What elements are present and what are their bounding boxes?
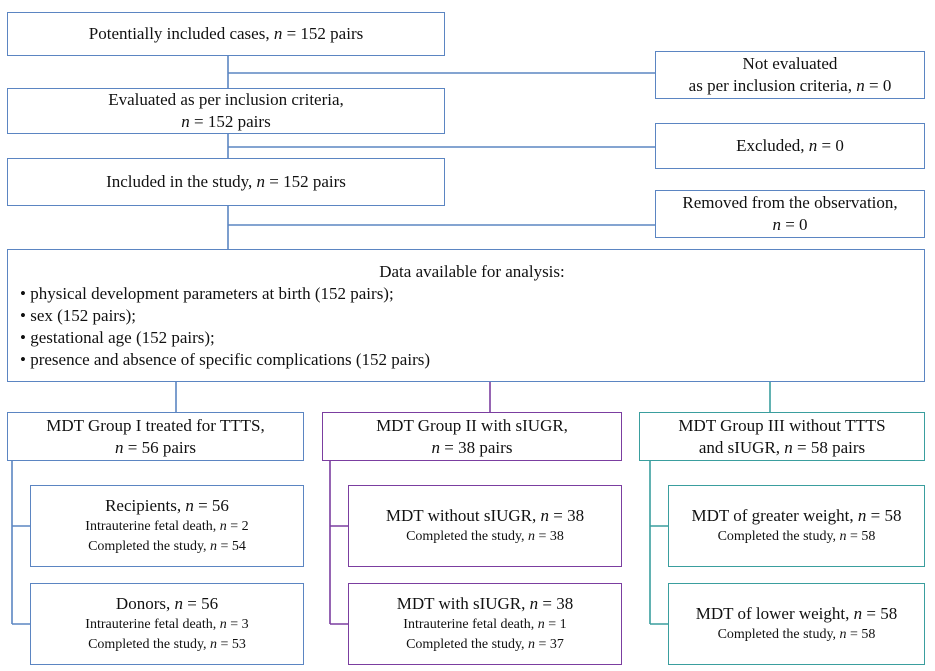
data-item: sex (152 pairs); — [20, 305, 430, 327]
group2-box: MDT Group II with sIUGR, n = 38 pairs — [322, 412, 622, 461]
donors-box: Donors, n = 56 Intrauterine fetal death,… — [30, 583, 304, 665]
data-available-title: Data available for analysis: — [379, 261, 565, 281]
potential-cases-box: Potentially included cases, n = 152 pair… — [7, 12, 445, 56]
group1-box: MDT Group I treated for TTTS, n = 56 pai… — [7, 412, 304, 461]
mdt-greater-weight-box: MDT of greater weight, n = 58 Completed … — [668, 485, 925, 567]
included-box: Included in the study, n = 152 pairs — [7, 158, 445, 206]
removed-box: Removed from the observation, n = 0 — [655, 190, 925, 238]
data-item: physical development parameters at birth… — [20, 283, 430, 305]
mdt-with-siugr-box: MDT with sIUGR, n = 38 Intrauterine feta… — [348, 583, 622, 665]
data-item: presence and absence of specific complic… — [20, 349, 430, 371]
data-available-box: Data available for analysis: physical de… — [7, 249, 925, 382]
mdt-lower-weight-box: MDT of lower weight, n = 58 Completed th… — [668, 583, 925, 665]
recipients-box: Recipients, n = 56 Intrauterine fetal de… — [30, 485, 304, 567]
excluded-box: Excluded, n = 0 — [655, 123, 925, 169]
data-item: gestational age (152 pairs); — [20, 327, 430, 349]
not-evaluated-box: Not evaluated as per inclusion criteria,… — [655, 51, 925, 99]
evaluated-box: Evaluated as per inclusion criteria, n =… — [7, 88, 445, 134]
mdt-without-siugr-box: MDT without sIUGR, n = 38 Completed the … — [348, 485, 622, 567]
group3-box: MDT Group III without TTTS and sIUGR, n … — [639, 412, 925, 461]
data-available-list: physical development parameters at birth… — [20, 283, 430, 371]
